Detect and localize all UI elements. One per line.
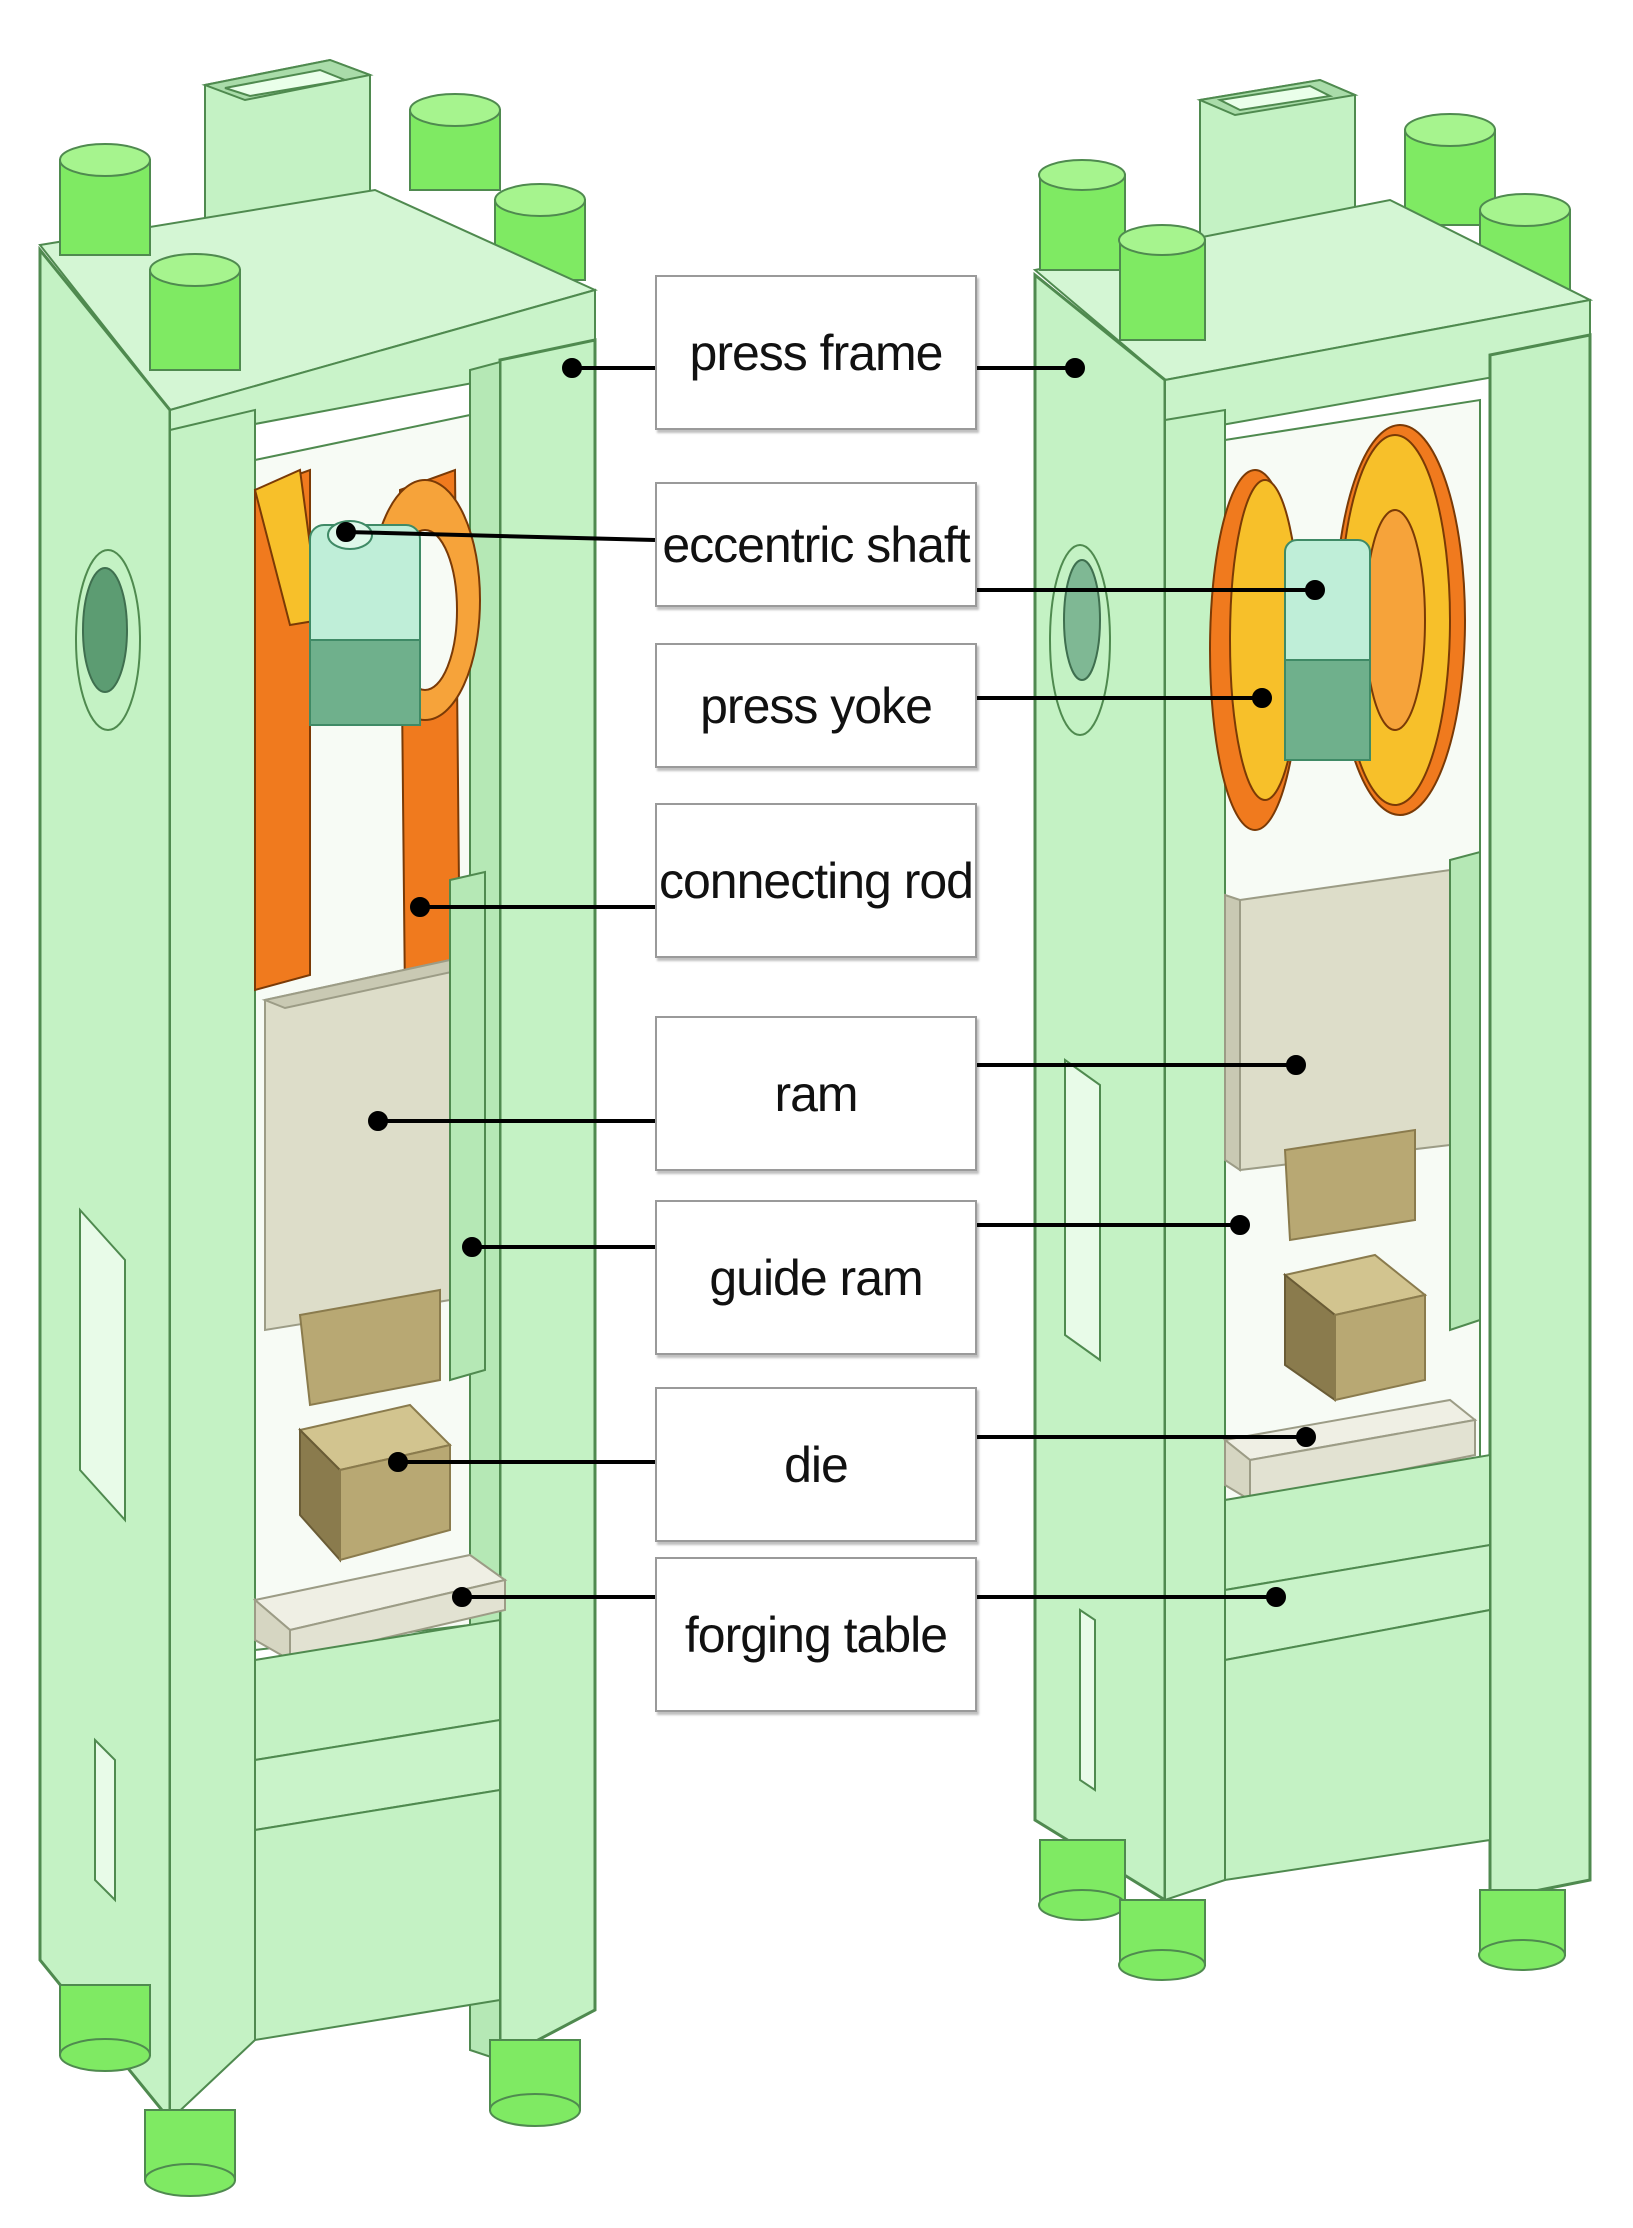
right-lower-die [1282, 1253, 1428, 1402]
right-press [1032, 78, 1594, 1981]
right-yoke [1209, 424, 1466, 831]
right-forging-table [1222, 1398, 1478, 1502]
label-text: guide ram [709, 1249, 923, 1306]
label-press-yoke: press yoke [655, 643, 977, 768]
right-base [1224, 1453, 1491, 1882]
left-press [38, 58, 598, 2197]
label-text: connecting rod [658, 852, 974, 909]
label-ram: ram [655, 1016, 977, 1171]
leader-lines [336, 358, 1325, 1607]
left-lower-die [298, 1403, 452, 1563]
leader-die [388, 1427, 1316, 1472]
label-text: ram [774, 1065, 858, 1122]
left-ram [261, 958, 474, 1332]
left-forging-table [252, 1553, 508, 1662]
right-guide-ram [1449, 850, 1481, 1332]
left-column-right [498, 338, 597, 2063]
left-upper-die [298, 1288, 441, 1407]
label-press-frame: press frame [655, 275, 977, 430]
label-text: press yoke [700, 677, 933, 734]
left-top-bolts-front [59, 143, 241, 371]
left-base [254, 1618, 501, 2042]
right-column-right [1488, 333, 1592, 1902]
label-text: die [784, 1436, 849, 1493]
label-text: press frame [689, 324, 944, 381]
left-top-bolts-back [409, 93, 586, 281]
left-guide-ram [449, 870, 486, 1382]
label-die: die [655, 1387, 977, 1542]
right-eccentric-shaft [1284, 539, 1371, 761]
leader-ram [368, 1055, 1306, 1131]
leader-eccentric-shaft [336, 522, 1325, 600]
right-bottom-bolts [1038, 1839, 1566, 1981]
label-forging-table: forging table [655, 1557, 977, 1712]
label-guide-ram: guide ram [655, 1200, 977, 1355]
label-text: eccentric shaft [662, 516, 970, 573]
label-text: forging table [684, 1606, 948, 1663]
left-bottom-bolts [59, 1984, 581, 2197]
left-side-hole [75, 549, 141, 731]
leader-guide-ram [462, 1215, 1250, 1257]
right-ram [1224, 868, 1451, 1172]
leader-connecting-rod [410, 897, 655, 917]
right-upper-die [1283, 1128, 1416, 1242]
label-connecting-rod: connecting rod [655, 803, 977, 958]
leader-press-yoke [977, 688, 1272, 708]
label-eccentric-shaft: eccentric shaft [655, 482, 977, 607]
right-top-bolts-front [1038, 159, 1206, 341]
left-eccentric-shaft [309, 520, 421, 726]
leader-press-frame [562, 358, 1085, 378]
leader-forging-table [452, 1587, 1286, 1607]
